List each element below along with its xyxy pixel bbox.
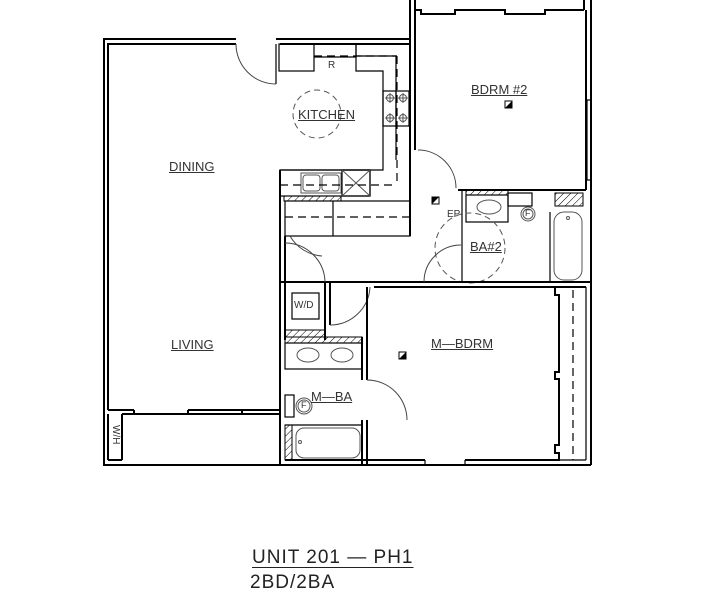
- smoke-detector-icons: [398, 100, 513, 360]
- master-bath-area: [280, 287, 591, 466]
- room-label-bedroom-2: BDRM #2: [471, 82, 528, 97]
- room-label-bath-2: BA#2: [470, 239, 502, 254]
- unit-title: UNIT 201 — PH1: [252, 547, 414, 568]
- bath-2-area: [280, 189, 591, 288]
- entry-door: [235, 43, 277, 85]
- fixture-label-fan-bath-2: F: [525, 208, 531, 218]
- fixture-label-fan-master-bath: F: [301, 400, 307, 410]
- room-label-master-bath: M—BA: [311, 389, 353, 404]
- kitchen-area: [276, 38, 411, 237]
- hall-closets: [279, 170, 371, 465]
- master-closet: [465, 286, 587, 461]
- fixture-label-refrigerator: R: [328, 60, 336, 71]
- fixture-label-washer-dryer: W/D: [294, 300, 314, 311]
- exterior-walls: [103, 38, 280, 466]
- stove-burners-icon: [385, 93, 408, 123]
- unit-type: 2BD/2BA: [250, 572, 336, 593]
- room-label-kitchen: KITCHEN: [298, 107, 356, 122]
- room-label-master-bedroom: M—BDRM: [431, 336, 494, 351]
- bedroom-2-walls: [409, 0, 592, 465]
- fixture-label-water-heater: W/H: [110, 425, 121, 445]
- room-label-living: LIVING: [171, 337, 214, 352]
- room-label-dining: DINING: [169, 159, 215, 174]
- fixture-label-electrical-panel: EP: [447, 209, 461, 220]
